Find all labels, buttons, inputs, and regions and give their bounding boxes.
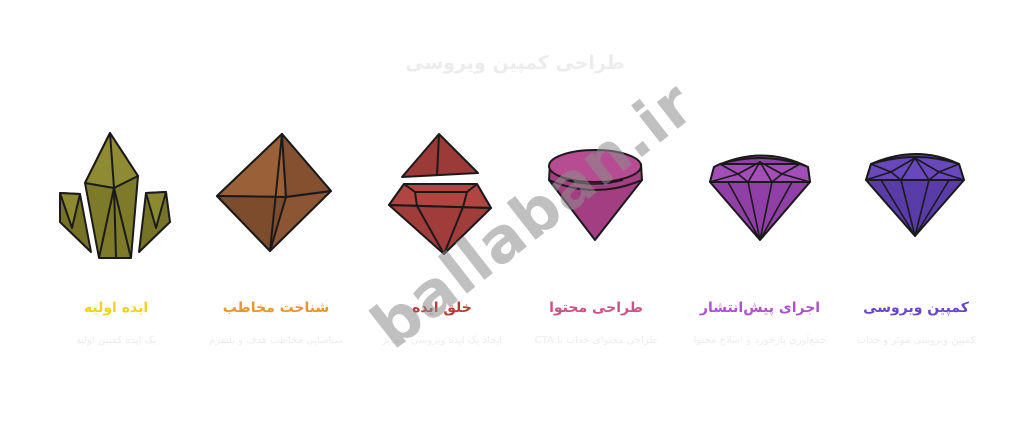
diagram-title: طراحی کمپین ویروسی	[405, 52, 625, 74]
stage-1-description: یک ایده کمپین اولیه	[75, 335, 157, 346]
stage-1-label: ایده اولیه	[83, 300, 149, 316]
stage-2-description: شناسایی مخاطب هدف و پلتفرم	[209, 335, 343, 346]
stage-6-label: کمپین ویروسی	[863, 300, 969, 316]
stage-6-description: کمپین ویروسی موثر و جذاب	[856, 335, 976, 346]
cut-gem-icon	[548, 149, 643, 241]
faceted-gem-icon	[709, 154, 811, 241]
stage-2-graphic	[206, 122, 346, 272]
octahedron-gem-icon	[216, 133, 332, 252]
stage-5-description: جمع‌آوری بازخورد و اصلاح محتوا	[693, 335, 827, 346]
stage-4-label: طراحی محتوا	[549, 300, 643, 316]
split-gem-icon	[388, 133, 492, 255]
stage-3-graphic	[375, 122, 515, 272]
stage-5-label: اجرای پیش‌انتشار	[699, 300, 821, 316]
stage-5-graphic	[690, 122, 830, 272]
stage-4-graphic	[527, 122, 667, 272]
stage-3-description: ایجاد یک ایده ویروسی متمایز	[381, 335, 503, 346]
stage-4-description: طراحی محتوای جذاب با CTA	[534, 335, 658, 346]
crystal-cluster-icon	[59, 132, 171, 259]
stage-6-graphic	[845, 122, 985, 272]
stage-2-label: شناخت مخاطب	[222, 300, 330, 316]
brilliant-diamond-icon	[865, 153, 965, 237]
stage-1-graphic	[46, 122, 186, 272]
stage-3-label: خلق ایده	[412, 300, 472, 316]
